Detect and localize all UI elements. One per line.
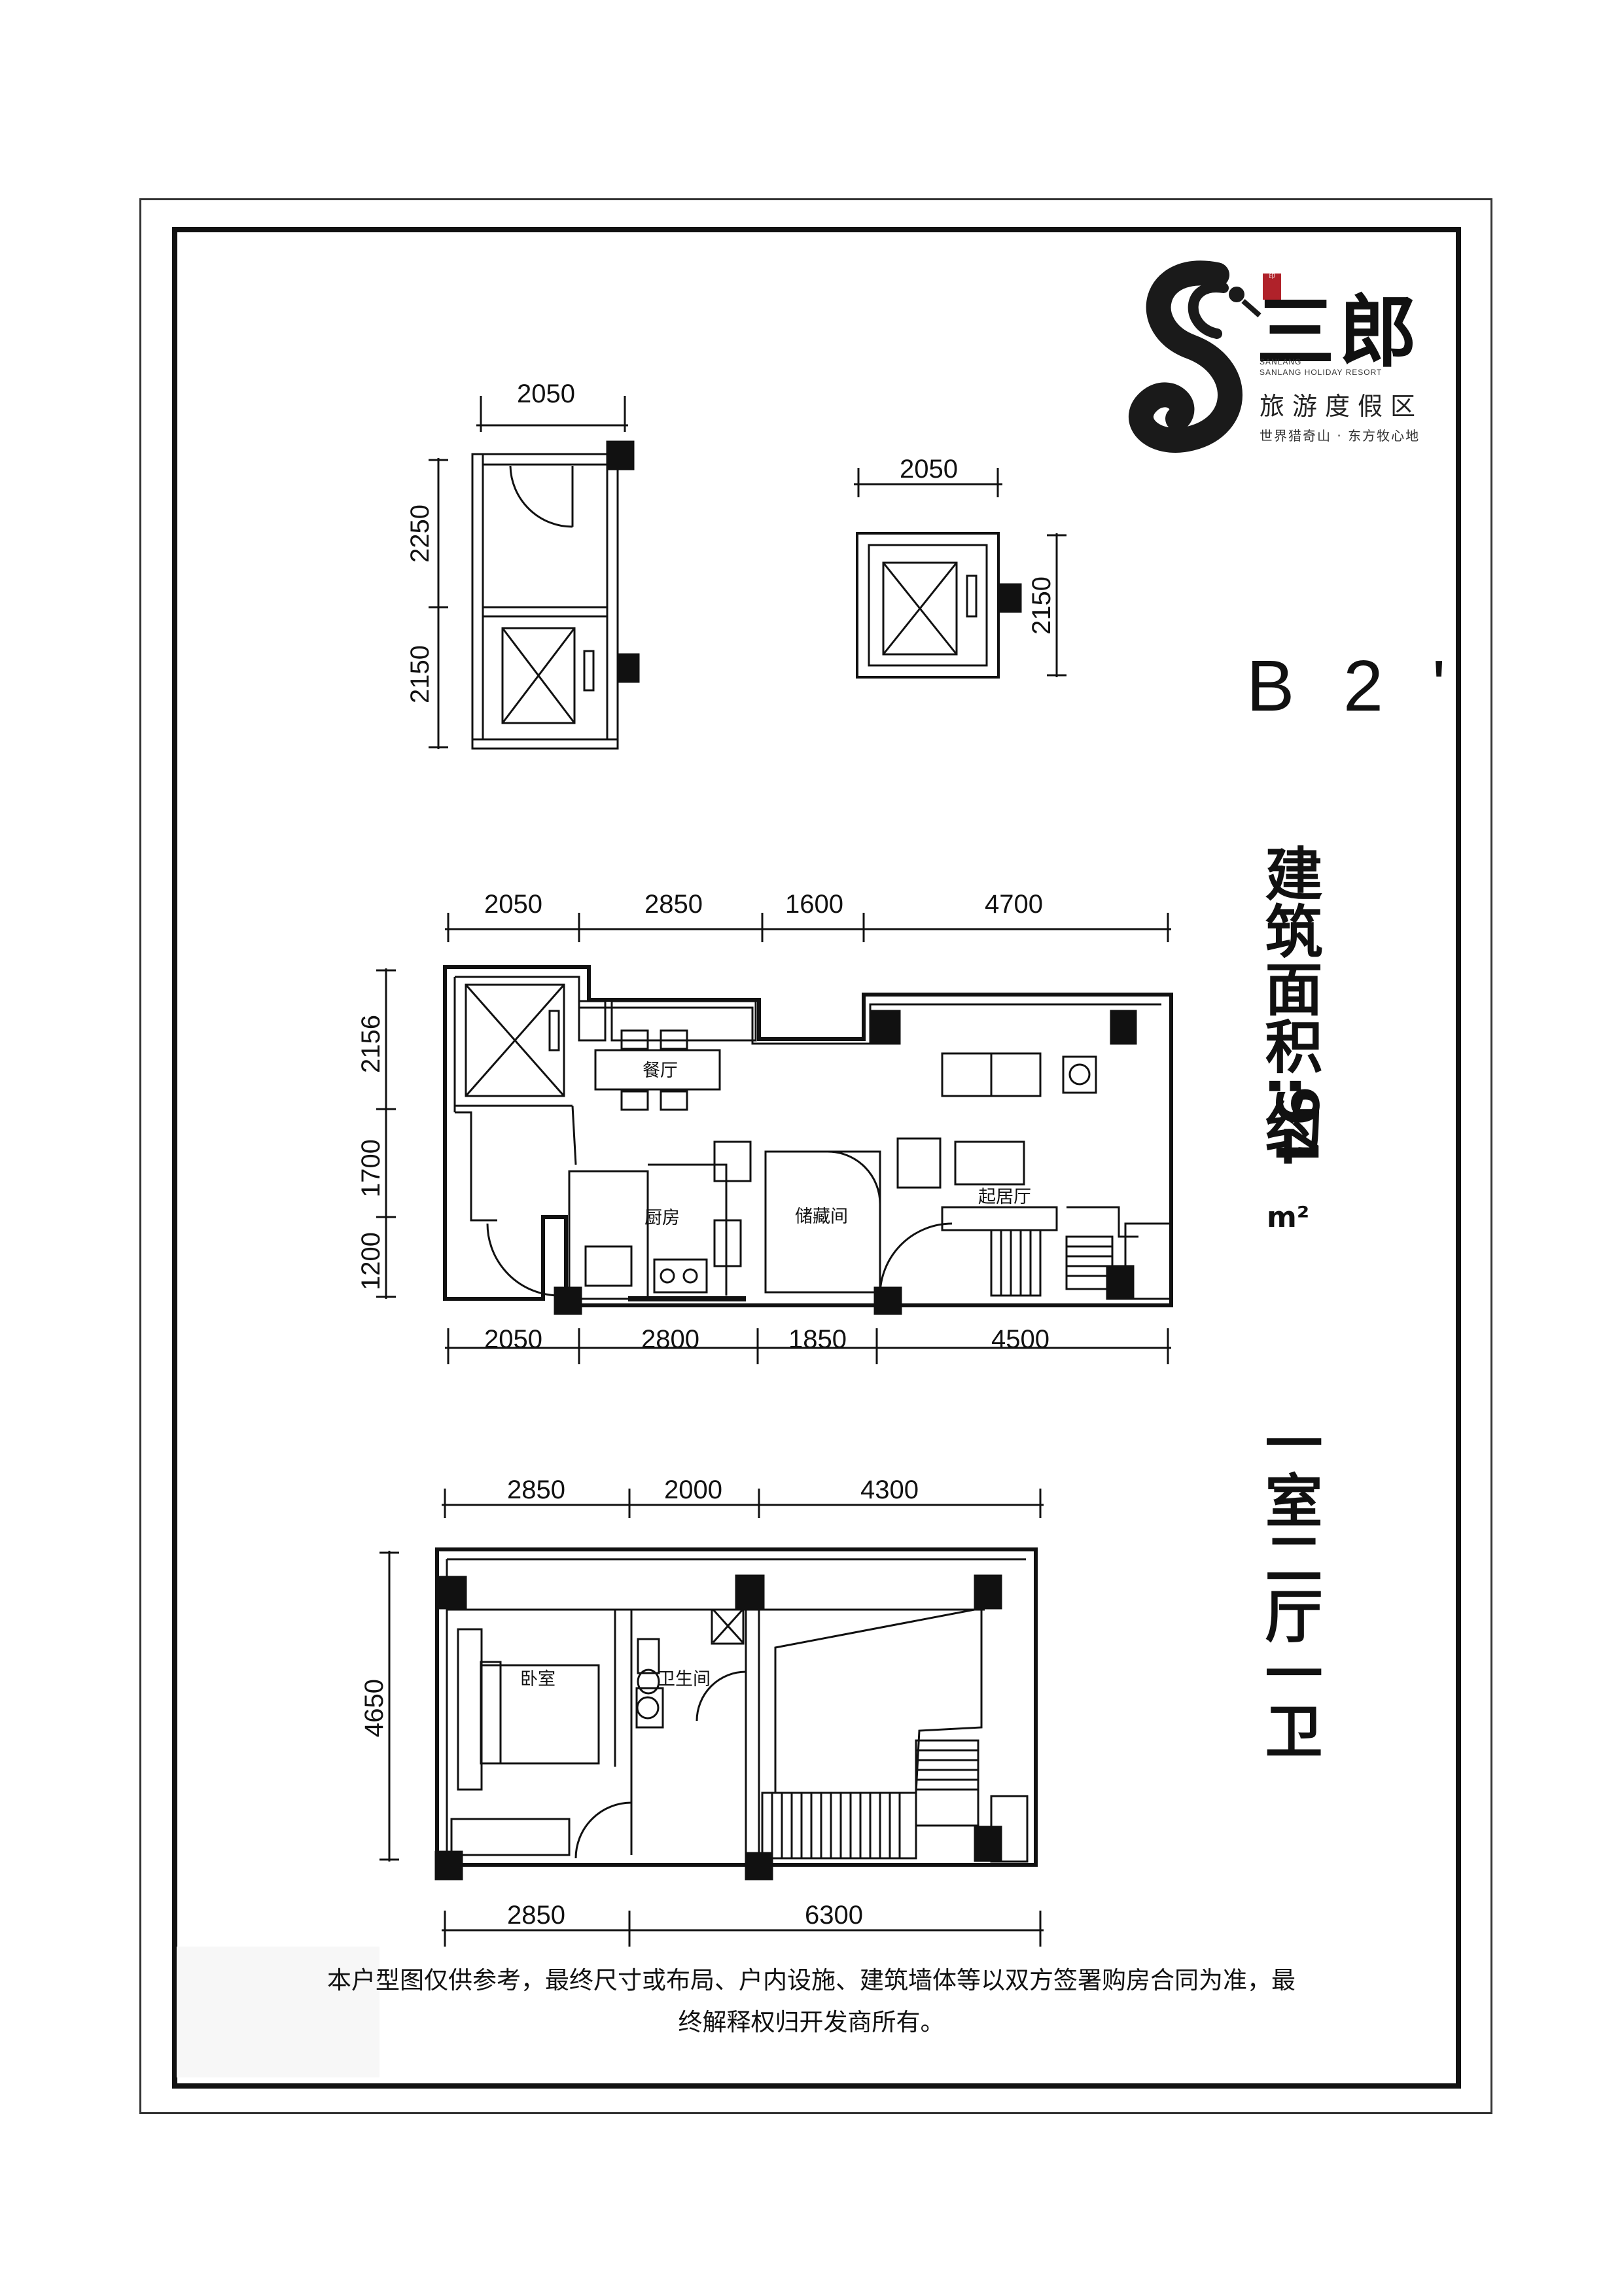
disclaimer-line1: 本户型图仅供参考，最终尺寸或布局、户内设施、建筑墙体等以双方签署购房合同为准，最	[327, 1966, 1296, 1994]
floor2-plan	[379, 1489, 1044, 1947]
f1-top-dim-2: 2850	[644, 890, 703, 919]
room-storage: 储藏间	[795, 1207, 848, 1227]
f2-bottom-dim-1: 2850	[507, 1901, 565, 1930]
room-bathroom: 卫生间	[658, 1669, 711, 1689]
unit-code: B 2 '	[1246, 646, 1460, 726]
elevator-plan-2	[854, 468, 1067, 679]
elev1-side-dim-2: 2150	[406, 645, 434, 703]
f1-top-dim-4: 4700	[985, 890, 1043, 919]
floor1-plan	[376, 913, 1173, 1364]
f1-top-dim-3: 1600	[785, 890, 843, 919]
disclaimer: 本户型图仅供参考，最终尺寸或布局、户内设施、建筑墙体等以双方签署购房合同为准，最…	[249, 1960, 1374, 2043]
f1-bottom-dim-2: 2800	[641, 1325, 699, 1354]
area-label: 建筑面积:约	[1256, 844, 1323, 1156]
f1-side-dim-2: 1700	[357, 1139, 385, 1197]
room-living: 起居厅	[978, 1187, 1031, 1207]
f1-bottom-dim-1: 2050	[484, 1325, 542, 1354]
brand-english-line1: SANLANG	[1260, 357, 1302, 366]
f1-side-dim-1: 2156	[357, 1015, 385, 1073]
f2-top-dim-1: 2850	[507, 1475, 565, 1504]
brand-seal: 印	[1263, 274, 1281, 300]
brand-tagline: 世界猎奇山 · 东方牧心地	[1260, 428, 1420, 444]
brand-logo-mark	[1129, 260, 1261, 453]
elev2-side-dim: 2150	[1027, 576, 1056, 635]
f1-bottom-dim-4: 4500	[991, 1325, 1049, 1354]
elevator-plan-1	[429, 396, 640, 750]
f1-side-dim-3: 1200	[357, 1232, 385, 1290]
disclaimer-line2: 终解释权归开发商所有。	[678, 2008, 945, 2036]
elev2-top-dim: 2050	[900, 455, 958, 484]
f2-top-dim-2: 2000	[664, 1475, 722, 1504]
outer-frame	[139, 198, 1492, 2114]
room-bedroom: 卧室	[520, 1669, 555, 1689]
elev1-side-dim-1: 2250	[406, 504, 434, 563]
room-dining: 餐厅	[643, 1061, 678, 1081]
inner-frame	[172, 227, 1461, 2089]
brand-subtitle: 旅游度假区	[1260, 392, 1424, 421]
brand-name: 三郎	[1256, 286, 1421, 378]
f1-bottom-dim-3: 1850	[788, 1325, 847, 1354]
area-unit: m²	[1267, 1201, 1310, 1234]
blurred-corner	[177, 1947, 379, 2077]
f2-top-dim-3: 4300	[860, 1475, 919, 1504]
area-value: 94	[1263, 1086, 1330, 1167]
f2-bottom-dim-2: 6300	[805, 1901, 863, 1930]
room-kitchen: 厨房	[644, 1208, 680, 1228]
f1-top-dim-1: 2050	[484, 890, 542, 919]
brand-english: SANLANG SANLANG HOLIDAY RESORT	[1260, 357, 1382, 378]
f2-side-dim: 4650	[360, 1679, 389, 1737]
elev1-top-dim: 2050	[517, 380, 575, 408]
brand-english-line2: SANLANG HOLIDAY RESORT	[1260, 368, 1383, 377]
layout-label: 一室二厅一卫	[1256, 1413, 1323, 1759]
